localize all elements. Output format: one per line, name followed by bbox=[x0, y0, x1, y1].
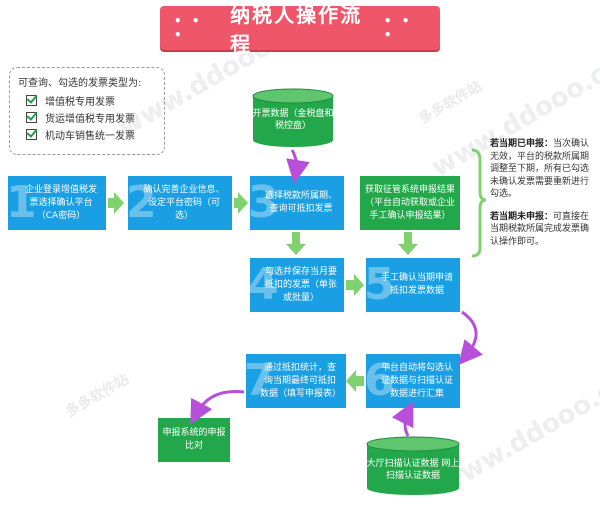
arrow-7-to-compare bbox=[190, 389, 245, 425]
step-2-confirm-info: 2 确认完善企业信息、设定平台密码（可选） bbox=[126, 176, 232, 230]
step-text: 手工确认当期申请抵扣发票数据 bbox=[380, 273, 453, 296]
checkbox-checked-icon bbox=[26, 112, 37, 123]
banner-dots-right: • • • bbox=[383, 14, 413, 42]
arrow-3-to-4 bbox=[286, 232, 306, 255]
note-undeclared-heading: 若当期未申报： bbox=[490, 211, 554, 222]
step-5-manual-confirm: 5 手工确认当期申请抵扣发票数据 bbox=[364, 258, 460, 312]
database-icon bbox=[366, 436, 460, 495]
declaration-compare-box: 申报系统的申报比对 bbox=[158, 418, 230, 462]
invoicing-data-source: 开票数据（金税盘和税控盘） bbox=[252, 88, 334, 148]
invoice-type-item: 货运增值税专用发票 bbox=[26, 110, 156, 125]
scan-data-label: 大厅扫描认证数据 网上扫描认证数据 bbox=[366, 459, 460, 481]
title-banner: • • • 纳税人操作流程 • • • bbox=[160, 3, 440, 56]
step-3-query-invoices: 3 选择税款所属期、查询可抵扣发票 bbox=[248, 176, 344, 230]
invoice-types-heading: 可查询、勾选的发票类型为: bbox=[18, 78, 142, 89]
notes-brace bbox=[471, 148, 487, 258]
arrow-2-to-3 bbox=[234, 192, 248, 214]
banner-dots-left: • • • bbox=[174, 14, 203, 42]
step-number: 4 bbox=[248, 259, 279, 310]
database-icon bbox=[252, 88, 334, 147]
step-text: 通过抵扣统计，查询当期最终可抵扣数据（填写申报表） bbox=[260, 362, 342, 399]
arrow-1-to-2 bbox=[108, 192, 124, 214]
declaration-result-text: 获取征管系统申报结果（平台自动获取或企业手工确认申报结果） bbox=[364, 184, 455, 221]
step-text: 平台自动将勾选认证数据与扫描认证数据进行汇集 bbox=[380, 362, 453, 399]
invoice-type-label: 增值税专用发票 bbox=[45, 97, 115, 108]
invoice-type-label: 货运增值税专用发票 bbox=[45, 114, 135, 125]
checkbox-checked-icon bbox=[26, 95, 37, 106]
declaration-compare-text: 申报系统的申报比对 bbox=[162, 428, 226, 451]
note-undeclared-text: 可直接在当期税款所属完成发票确认操作即可。 bbox=[490, 211, 590, 247]
step-text: 确认完善企业信息、设定平台密码（可选） bbox=[143, 184, 225, 221]
step-1-login: 1 企业登录增值税发票选择确认平台（CA密码） bbox=[6, 176, 106, 230]
arrow-source-to-3 bbox=[286, 149, 310, 184]
arrow-5-to-6 bbox=[458, 310, 483, 366]
checkbox-checked-icon bbox=[26, 129, 37, 140]
note-declared-heading: 若当期已申报： bbox=[490, 139, 554, 149]
step-text: 选择税款所属期、查询可抵扣发票 bbox=[264, 191, 337, 214]
invoicing-data-label: 开票数据（金税盘和税控盘） bbox=[252, 109, 334, 131]
arrow-scan-to-6 bbox=[391, 401, 414, 437]
declaration-result-box: 获取征管系统申报结果（平台自动获取或企业手工确认申报结果） bbox=[360, 176, 460, 230]
invoice-type-item: 增值税专用发票 bbox=[26, 93, 156, 108]
step-4-select-invoices: 4 勾选并保存当月要抵扣的发票（单张或批量） bbox=[248, 258, 344, 312]
step-number: 5 bbox=[364, 259, 395, 310]
scan-data-source: 大厅扫描认证数据 网上扫描认证数据 bbox=[366, 436, 460, 496]
invoice-types-box: 可查询、勾选的发票类型为: 增值税专用发票 货运增值税专用发票 机动车销售统一发… bbox=[9, 67, 165, 155]
arrow-6-to-7 bbox=[346, 370, 364, 392]
declaration-notes: 若当期已申报：当次确认无效，平台的税款所属期调整至下期，所有已勾选未确认发票需要… bbox=[490, 138, 596, 258]
invoice-type-label: 机动车销售统一发票 bbox=[45, 131, 135, 142]
step-text: 企业登录增值税发票选择确认平台（CA密码） bbox=[24, 184, 97, 221]
step-6-aggregate-data: 6 平台自动将勾选认证数据与扫描认证数据进行汇集 bbox=[364, 354, 460, 408]
note-undeclared: 若当期未申报：可直接在当期税款所属完成发票确认操作即可。 bbox=[490, 211, 596, 249]
step-7-deduction-statistics: 7 通过抵扣统计，查询当期最终可抵扣数据（填写申报表） bbox=[244, 354, 346, 408]
step-number: 7 bbox=[244, 355, 275, 406]
page-title: 纳税人操作流程 bbox=[230, 3, 363, 56]
step-number: 1 bbox=[6, 177, 37, 228]
arrow-result-to-5 bbox=[398, 232, 418, 255]
arrow-4-to-5 bbox=[346, 274, 364, 296]
step-number: 6 bbox=[364, 355, 395, 406]
step-number: 3 bbox=[248, 177, 279, 228]
note-declared: 若当期已申报：当次确认无效，平台的税款所属期调整至下期，所有已勾选未确认发票需要… bbox=[490, 138, 596, 201]
step-text: 勾选并保存当月要抵扣的发票（单张或批量） bbox=[264, 266, 337, 303]
note-declared-text: 当次确认无效，平台的税款所属期调整至下期，所有已勾选未确认发票需要重新进行勾选。 bbox=[490, 139, 590, 199]
step-number: 2 bbox=[126, 177, 157, 228]
invoice-type-item: 机动车销售统一发票 bbox=[26, 127, 156, 142]
